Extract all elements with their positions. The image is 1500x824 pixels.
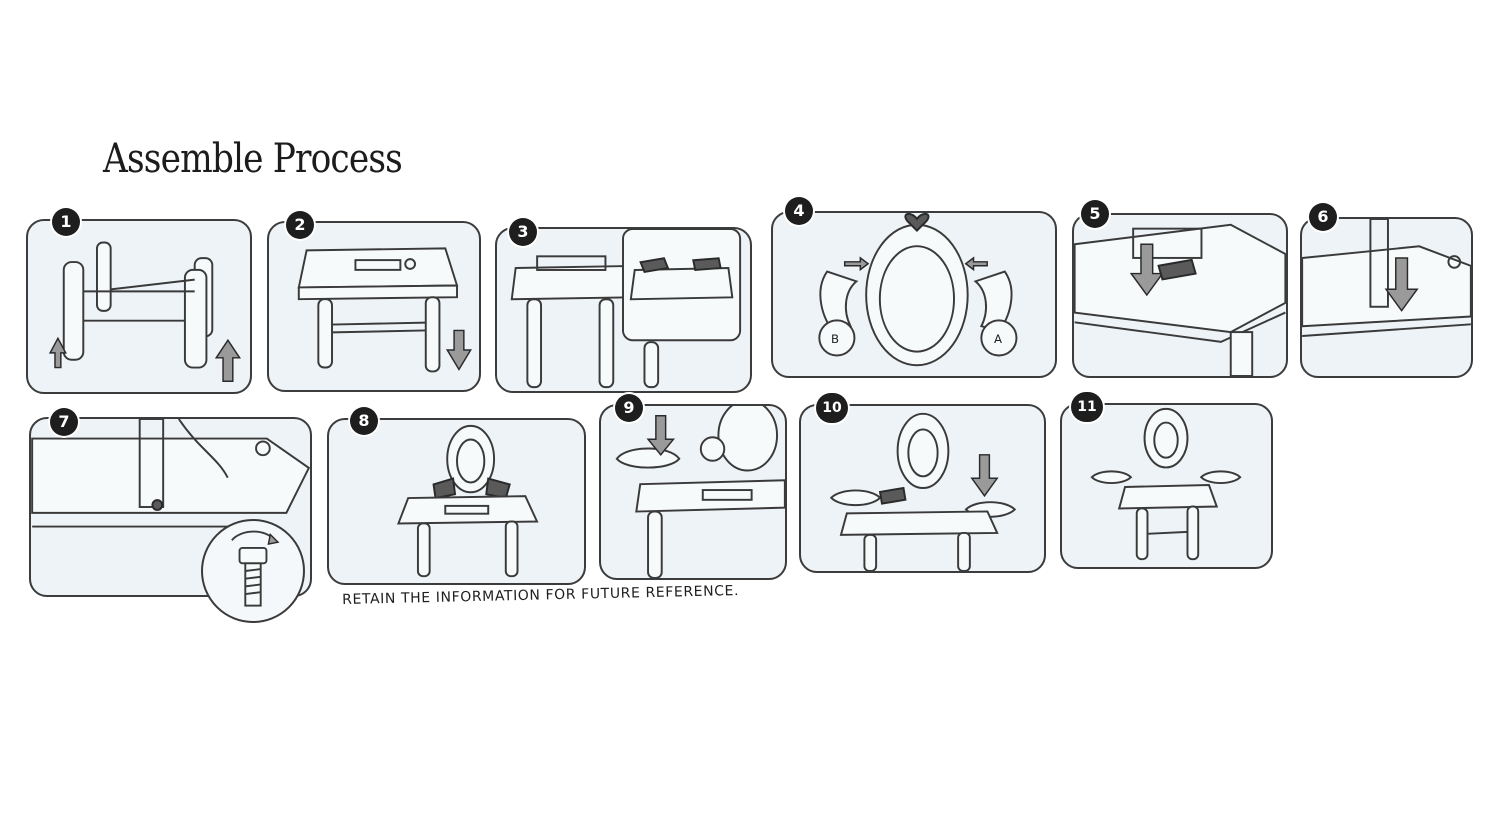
- step-11-badge: 11: [1071, 392, 1103, 422]
- retain-notice: RETAIN THE INFORMATION FOR FUTURE REFERE…: [342, 582, 740, 608]
- step-2-badge: 2: [286, 211, 314, 239]
- step-8-illustration: [396, 424, 539, 578]
- step-7-badge: 7: [50, 408, 78, 436]
- step-11-illustration: [1090, 407, 1242, 561]
- part-b-label: B: [831, 332, 839, 346]
- page-title: Assemble Process: [103, 136, 403, 182]
- screw-icon: [231, 530, 280, 607]
- step-2-illustration: [297, 247, 472, 373]
- step-7-illustration: [31, 419, 310, 528]
- step-9-illustration: [615, 406, 785, 578]
- step-2-panel: [267, 221, 481, 392]
- step-5-illustration: [1074, 223, 1286, 376]
- step-11-panel: [1060, 403, 1273, 569]
- step-5-badge: 5: [1081, 200, 1109, 228]
- step-6-badge: 6: [1309, 203, 1337, 231]
- screw-detail-circle: [201, 519, 305, 623]
- step-1-panel: [26, 219, 252, 394]
- step-8-panel: [327, 418, 586, 585]
- step-3-panel: [495, 227, 752, 393]
- step-8-badge: 8: [350, 407, 378, 435]
- step-10-panel: [799, 404, 1046, 573]
- step-10-badge: 10: [816, 393, 848, 423]
- part-a-label: A: [994, 332, 1002, 346]
- step-5-panel: [1072, 213, 1288, 378]
- step-1-illustration: [48, 241, 242, 382]
- step-4-panel: B A: [771, 211, 1057, 378]
- step-1-badge: 1: [52, 208, 80, 236]
- step-4-badge: 4: [785, 197, 813, 225]
- step-6-illustration: [1302, 219, 1471, 337]
- step-3-illustration: [510, 229, 742, 389]
- step-4-illustration: B A: [818, 213, 1018, 367]
- step-6-panel: [1300, 217, 1473, 378]
- step-9-badge: 9: [615, 394, 643, 422]
- step-3-badge: 3: [509, 218, 537, 246]
- step-10-illustration: [829, 412, 1017, 571]
- step-9-panel: [599, 404, 787, 580]
